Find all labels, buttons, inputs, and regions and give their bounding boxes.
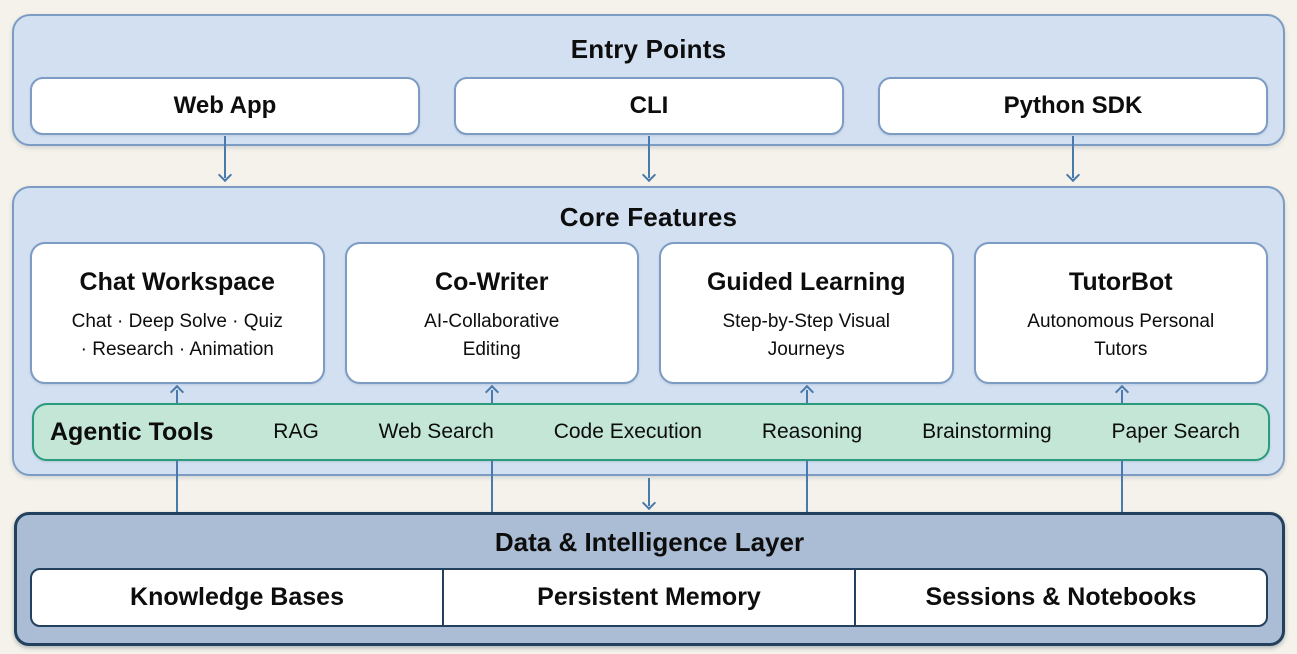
feature-title-co-writer: Co-Writer [435, 268, 549, 296]
data-intelligence-title: Data & Intelligence Layer [494, 527, 805, 557]
feature-box-tutorbot: TutorBot Autonomous Personal Tutors [973, 242, 1268, 384]
arrow-tools-to-guided-line [806, 390, 808, 403]
arrow-sdk-to-core-head [1065, 167, 1081, 183]
tool-item-brainstorming: Brainstorming [922, 420, 1052, 443]
entry-label-web-app: Web App [173, 92, 277, 119]
data-cell-persistent-memory: Persistent Memory [442, 570, 854, 625]
tool-item-reasoning: Reasoning [761, 420, 863, 443]
entry-points-title: Entry Points [570, 34, 727, 64]
connector-tutorbot-to-data [1121, 460, 1123, 513]
entry-box-python-sdk: Python SDK [878, 77, 1268, 135]
feature-subtitle-chat-workspace: Chat · Deep Solve · Quiz · Research · An… [71, 311, 283, 360]
feature-title-guided-learning: Guided Learning [706, 268, 906, 296]
agentic-tools-bar: Agentic Tools RAG Web Search Code Execut… [32, 403, 1270, 461]
feature-title-chat-workspace: Chat Workspace [79, 268, 275, 296]
entry-points-row: Web App CLI Python SDK [30, 77, 1268, 135]
arrow-cli-to-core-head [641, 167, 657, 183]
tool-item-paper-search: Paper Search [1111, 420, 1240, 443]
arrow-tools-to-chat-line [176, 390, 178, 403]
core-features-title: Core Features [559, 202, 738, 232]
arrow-cli-to-core-line [648, 136, 650, 178]
tool-item-rag: RAG [273, 420, 319, 443]
feature-subtitle-co-writer: AI-Collaborative Editing [424, 311, 560, 360]
core-features-row: Chat Workspace Chat · Deep Solve · Quiz … [30, 242, 1268, 384]
entry-box-web-app: Web App [30, 77, 420, 135]
feature-subtitle-guided-learning: Step-by-Step Visual Journeys [722, 311, 891, 360]
data-cell-sessions-notebooks: Sessions & Notebooks [854, 570, 1266, 625]
entry-label-python-sdk: Python SDK [1003, 92, 1143, 119]
tool-item-web-search: Web Search [378, 420, 494, 443]
feature-box-guided-learning: Guided Learning Step-by-Step Visual Jour… [659, 242, 954, 384]
entry-box-cli: CLI [454, 77, 844, 135]
feature-title-tutorbot: TutorBot [1068, 268, 1173, 296]
arrow-core-to-data-line [648, 478, 650, 506]
arrow-webapp-to-core-line [224, 136, 226, 178]
connector-cowriter-to-data [491, 460, 493, 513]
arrow-webapp-to-core-head [217, 167, 233, 183]
feature-box-chat-workspace: Chat Workspace Chat · Deep Solve · Quiz … [30, 242, 325, 384]
feature-box-co-writer: Co-Writer AI-Collaborative Editing [344, 242, 639, 384]
feature-subtitle-tutorbot: Autonomous Personal Tutors [1027, 311, 1215, 360]
arrow-core-to-data-head [641, 495, 657, 511]
connector-guided-to-data [806, 460, 808, 513]
connector-chat-to-data [176, 460, 178, 513]
agentic-tools-label: Agentic Tools [50, 417, 214, 446]
arrow-tools-to-cowriter-line [491, 390, 493, 403]
data-layer-row: Knowledge Bases Persistent Memory Sessio… [30, 568, 1268, 627]
arrow-sdk-to-core-line [1072, 136, 1074, 178]
tool-item-code-execution: Code Execution [553, 420, 702, 443]
arrow-tools-to-tutorbot-line [1121, 390, 1123, 403]
entry-label-cli: CLI [629, 92, 669, 119]
data-cell-knowledge-bases: Knowledge Bases [130, 583, 344, 611]
